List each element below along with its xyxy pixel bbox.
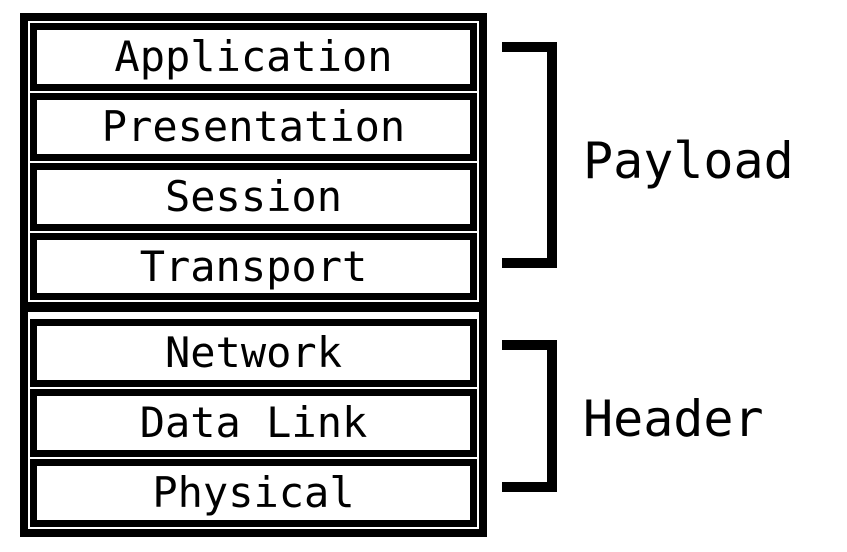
payload-label: Payload — [583, 132, 794, 190]
layer-box-physical: Physical — [30, 459, 477, 528]
layer-label-presentation: Presentation — [101, 101, 406, 151]
layer-label-session: Session — [164, 171, 342, 221]
layer-label-transport: Transport — [139, 241, 368, 291]
header-bracket-icon — [502, 340, 557, 492]
layer-label-data-link: Data Link — [139, 398, 368, 448]
layer-box-session: Session — [30, 162, 477, 231]
layer-label-network: Network — [164, 328, 342, 378]
layer-box-transport: Transport — [30, 232, 477, 301]
layer-box-presentation: Presentation — [30, 92, 477, 161]
layer-stack: Application Presentation Session Transpo… — [20, 13, 487, 537]
layer-box-application: Application — [30, 23, 477, 91]
payload-bracket-icon — [502, 42, 557, 268]
layer-box-network: Network — [30, 319, 477, 388]
header-label: Header — [583, 390, 764, 448]
layer-box-data-link: Data Link — [30, 389, 477, 458]
layer-label-physical: Physical — [152, 468, 355, 518]
layer-label-application: Application — [114, 31, 393, 81]
group-divider-bar — [28, 302, 479, 313]
